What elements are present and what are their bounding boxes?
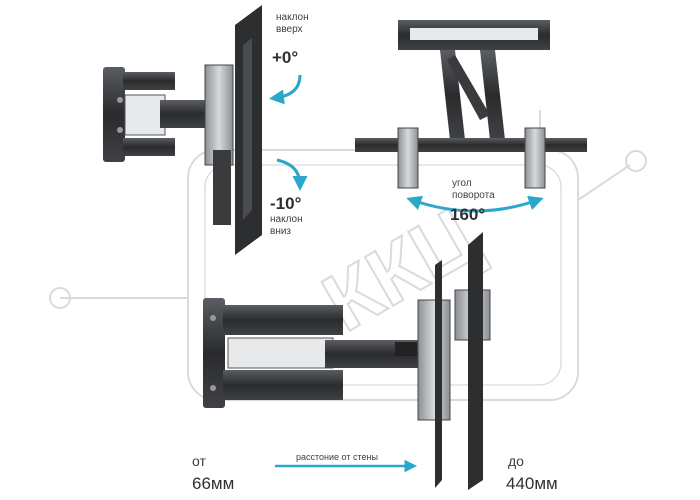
rotation-arrow (406, 195, 544, 213)
mount-side-view-top (103, 5, 262, 255)
tilt-down-value: -10° (270, 194, 302, 213)
mount-top-view (355, 20, 587, 189)
rotation-value: 160° (450, 205, 486, 224)
distance-from-value: 66мм (192, 474, 235, 493)
distance-from-label: от (192, 453, 206, 469)
tilt-up-value: +0° (272, 48, 299, 67)
distance-to-label: до (508, 453, 524, 469)
distance-caption: расстоние от стены (296, 452, 378, 462)
tilt-up-line1: наклон (276, 12, 309, 23)
tilt-up-line2: вверх (276, 24, 303, 35)
tilt-down-line2: вниз (270, 226, 292, 237)
mount-side-view-extended (203, 232, 491, 490)
tilt-down-arrow (276, 158, 308, 191)
rotation-line1: угол (452, 178, 472, 189)
distance-to-value: 440мм (506, 474, 558, 493)
tilt-up-arrow (269, 74, 302, 105)
tilt-down-line1: наклон (270, 214, 303, 225)
rotation-line2: поворота (452, 190, 495, 201)
